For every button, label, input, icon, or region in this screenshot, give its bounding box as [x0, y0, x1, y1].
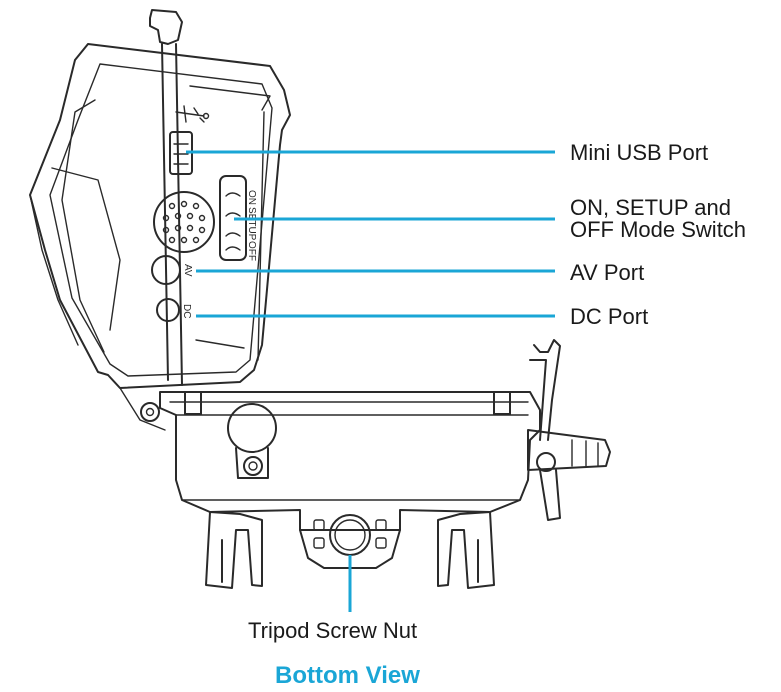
strap-buckle: [527, 339, 611, 521]
hinge-boss: [227, 403, 277, 479]
speaker-grille: [153, 191, 215, 253]
usb-icon: [175, 105, 210, 123]
av-port-marking: AV: [182, 264, 193, 277]
caption-bottom-view: Bottom View: [275, 662, 420, 689]
port-panel: [189, 85, 271, 361]
switch-off-label: OFF: [246, 241, 257, 261]
label-mini-usb-port: Mini USB Port: [570, 140, 709, 165]
dc-port: DC: [156, 298, 192, 322]
label-tripod-screw-nut: Tripod Screw Nut: [248, 618, 418, 643]
front-cover: [29, 43, 291, 431]
label-mode-switch-line2: OFF Mode Switch: [570, 217, 747, 242]
switch-setup-label: SETUP: [246, 207, 257, 241]
switch-on-label: ON: [246, 190, 257, 205]
mounting-feet: [205, 511, 495, 589]
dc-port-marking: DC: [181, 304, 192, 318]
label-dc-port: DC Port: [570, 304, 649, 329]
cover-latch: [149, 9, 183, 386]
label-av-port: AV Port: [570, 260, 645, 285]
label-mode-switch-line1: ON, SETUP and: [570, 195, 731, 220]
av-port: AV: [151, 255, 193, 285]
camera-body: [140, 391, 541, 531]
